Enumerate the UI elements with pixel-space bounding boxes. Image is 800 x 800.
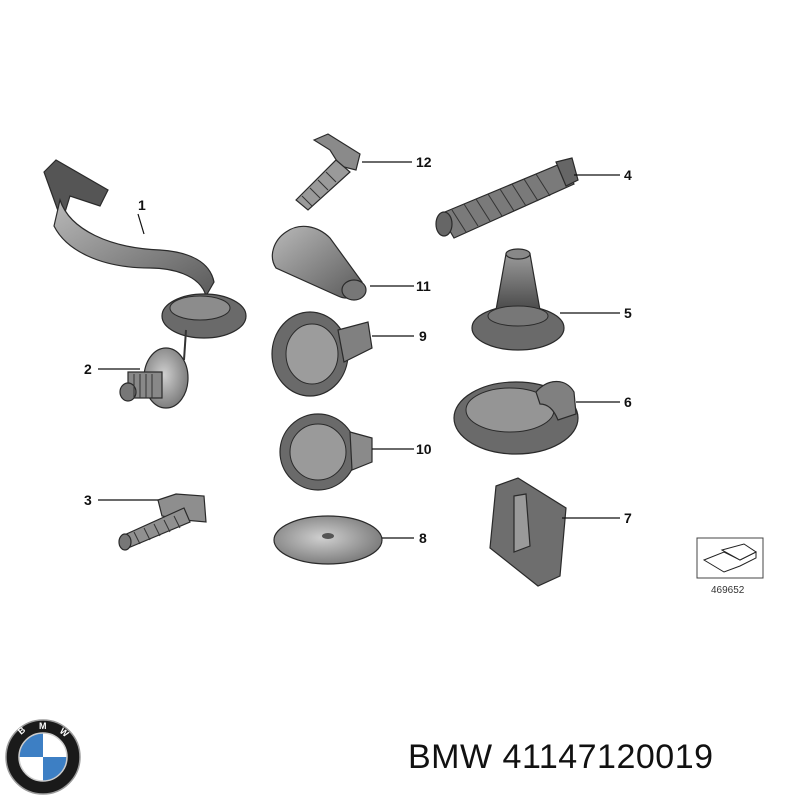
callout-6: 6: [624, 394, 632, 410]
callout-2: 2: [84, 361, 92, 377]
callout-4: 4: [624, 167, 632, 183]
callout-7: 7: [624, 510, 632, 526]
reference-number: 469652: [711, 585, 745, 596]
part-9-grommet: [271, 311, 373, 397]
callout-12: 12: [416, 154, 432, 170]
callout-3: 3: [84, 492, 92, 508]
part-8-disc: [273, 515, 383, 565]
bmw-logo-icon: B M W: [5, 719, 81, 795]
part-5-cone-boot: [471, 248, 565, 351]
part-2-grommet: [119, 347, 189, 409]
part-10-grommet: [279, 413, 373, 491]
callout-numbers: 1 2 3 4 5 6 7 8 9 10 11 12: [84, 154, 632, 546]
part-4-corrugated-sleeve: [435, 157, 579, 239]
callout-1: 1: [138, 197, 146, 213]
callout-8: 8: [419, 530, 427, 546]
part-1-duct: [43, 159, 247, 361]
part-7-mount-plate: [489, 477, 567, 587]
callout-11: 11: [416, 278, 431, 294]
svg-text:B: B: [16, 724, 28, 736]
reference-box: 469652: [696, 537, 764, 596]
part-3-threaded-clip: [118, 493, 207, 551]
callout-10: 10: [416, 441, 432, 457]
part-6-elbow-grommet: [453, 380, 579, 455]
callout-9: 9: [419, 328, 427, 344]
svg-text:M: M: [39, 721, 47, 731]
part-number-title: BMW 41147120019: [408, 738, 714, 776]
callout-5: 5: [624, 305, 632, 321]
leader-lines: [98, 161, 620, 539]
part-12-clip: [295, 133, 361, 211]
part-11-boot: [271, 225, 367, 301]
